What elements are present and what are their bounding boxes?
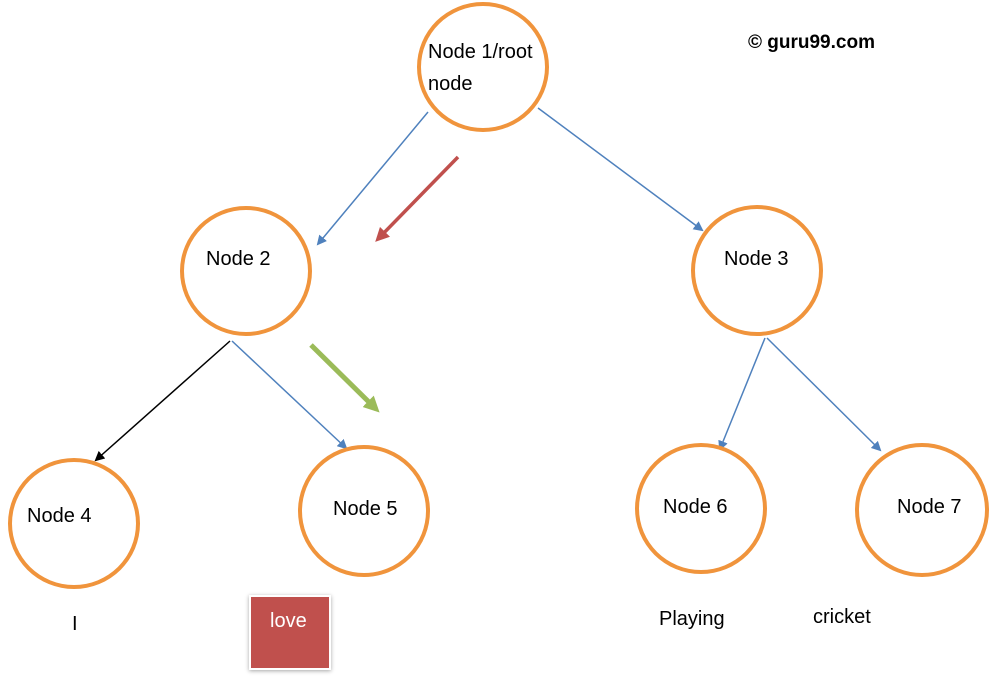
node-7-circle [855, 443, 989, 577]
node-2-label: Node 2 [206, 248, 271, 270]
node-root-label-line1: Node 1/root [428, 41, 533, 63]
node-7-label: Node 7 [897, 496, 962, 518]
node-4-circle [8, 458, 140, 589]
node-root-label-line2: node [428, 73, 473, 95]
edge-node3-to-node6 [718, 337, 766, 451]
node-root-circle [417, 2, 549, 132]
node-root-label: Node 1/root node [428, 36, 533, 100]
node-3-circle [691, 205, 823, 336]
node-6-circle [635, 443, 767, 574]
leaf-word-node5: love [270, 610, 307, 632]
node-3-label: Node 3 [724, 248, 789, 270]
traversal-arrow-red [375, 155, 460, 242]
leaf-word-node7: cricket [813, 606, 871, 628]
leaf-word-node4: I [72, 613, 78, 635]
node-2-circle [180, 206, 312, 336]
copyright-label: © guru99.com [748, 32, 875, 53]
leaf-word-node6: Playing [659, 608, 725, 630]
edge-root-to-node2 [316, 111, 429, 246]
node-4-label: Node 4 [27, 505, 92, 527]
edge-node2-to-node4 [94, 340, 231, 462]
node-5-label: Node 5 [333, 498, 398, 520]
node-6-label: Node 6 [663, 496, 728, 518]
traversal-arrow-green [309, 343, 380, 413]
edge-root-to-node3 [537, 107, 704, 232]
node-5-circle [298, 445, 430, 577]
edge-node3-to-node7 [766, 337, 882, 452]
edge-node2-to-node5 [231, 340, 348, 450]
leaf-word-node5-box: love [251, 597, 329, 668]
